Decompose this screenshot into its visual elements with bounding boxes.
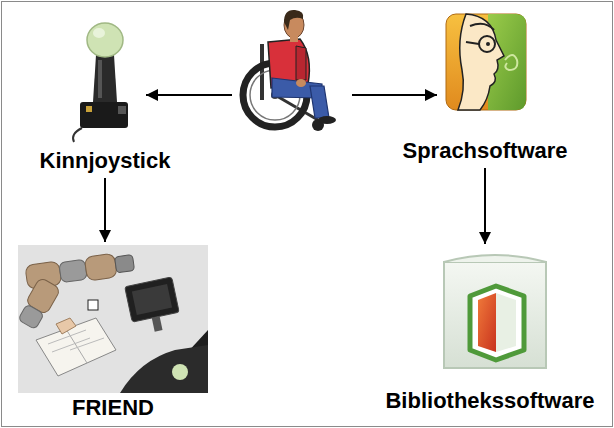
node-label: Kinnjoystick — [38, 148, 173, 174]
node-label: FRIEND — [70, 395, 156, 421]
speech-software-icon — [446, 14, 526, 110]
node-label: Sprachsoftware — [400, 138, 569, 164]
arrow-to-speech — [352, 94, 437, 96]
labelled-icon-node: Kinnjoystick — [34, 18, 177, 174]
wheelchair-user-figure — [243, 10, 336, 131]
flow-arrow — [104, 178, 106, 242]
labelled-icon-node: FRIEND — [18, 244, 208, 421]
flow-arrow — [484, 168, 486, 244]
node-label: Bibliothekssoftware — [383, 388, 596, 414]
labelled-icon-node: Bibliothekssoftware — [379, 246, 600, 414]
library-software-icon — [444, 255, 546, 368]
arrow-to-joystick — [146, 94, 232, 96]
friend-robot-photo — [16, 245, 208, 393]
chin-joystick-icon — [73, 23, 128, 142]
labelled-icon-node: Sprachsoftware — [396, 12, 573, 164]
